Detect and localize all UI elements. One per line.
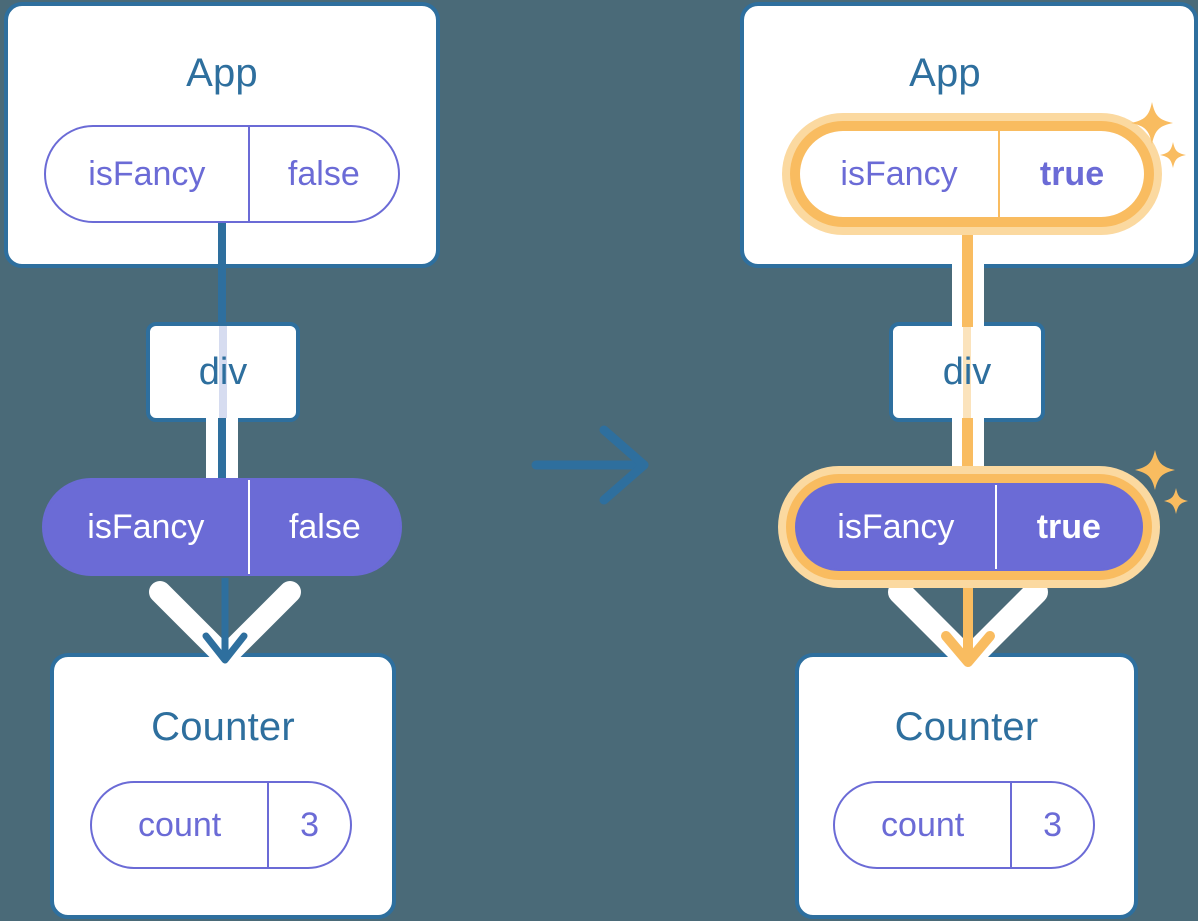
after-app-state-pill: isFancy true — [800, 131, 1144, 217]
after-div-label: div — [942, 351, 992, 393]
after-app-title: App — [909, 51, 981, 95]
before-counter-state-pill: count 3 — [90, 781, 352, 869]
after-app-state-pill-value: true — [998, 131, 1144, 217]
before-div-inner-wire — [219, 326, 227, 418]
before-counter-state-pill-value: 3 — [267, 783, 350, 867]
after-prop-pill-key: isFancy — [837, 507, 955, 546]
after-div-node: div — [889, 322, 1045, 422]
after-prop-pill: isFancy true — [795, 483, 1143, 571]
before-div-node: div — [146, 322, 300, 422]
after-app-state-pill-key: isFancy — [840, 154, 958, 193]
after-div-inner-wire — [963, 326, 971, 418]
after-counter-title: Counter — [894, 705, 1039, 749]
before-app-state-pill-key: isFancy — [88, 154, 206, 193]
after-counter-state-pill: count 3 — [833, 781, 1095, 869]
after-counter-state-pill-value: 3 — [1010, 783, 1093, 867]
after-prop-pill-value: true — [994, 485, 1141, 569]
after-prop-sparkle-icon — [1135, 450, 1188, 514]
after-wire-app-to-div — [962, 215, 973, 327]
before-app-title: App — [186, 51, 258, 95]
before-app-state-pill: isFancy false — [44, 125, 400, 223]
before-div-label: div — [198, 351, 248, 393]
after-app-sparkle-icon — [1131, 102, 1186, 168]
before-wire-app-to-div — [218, 215, 226, 325]
before-counter-state-pill-key: count — [138, 805, 222, 844]
before-prop-pill: isFancy false — [42, 478, 402, 576]
before-app-state-pill-value: false — [247, 127, 398, 221]
before-counter-title: Counter — [151, 705, 295, 749]
after-wire-div-to-pill — [962, 418, 973, 498]
after-arrow-to-counter — [888, 578, 1048, 667]
after-counter-state-pill-key: count — [881, 805, 965, 844]
before-wire-div-to-pill — [218, 418, 226, 498]
transition-arrow-icon — [531, 425, 649, 505]
before-prop-pill-value: false — [247, 480, 400, 574]
before-arrow-to-counter — [149, 578, 301, 664]
before-prop-pill-key: isFancy — [87, 507, 205, 546]
